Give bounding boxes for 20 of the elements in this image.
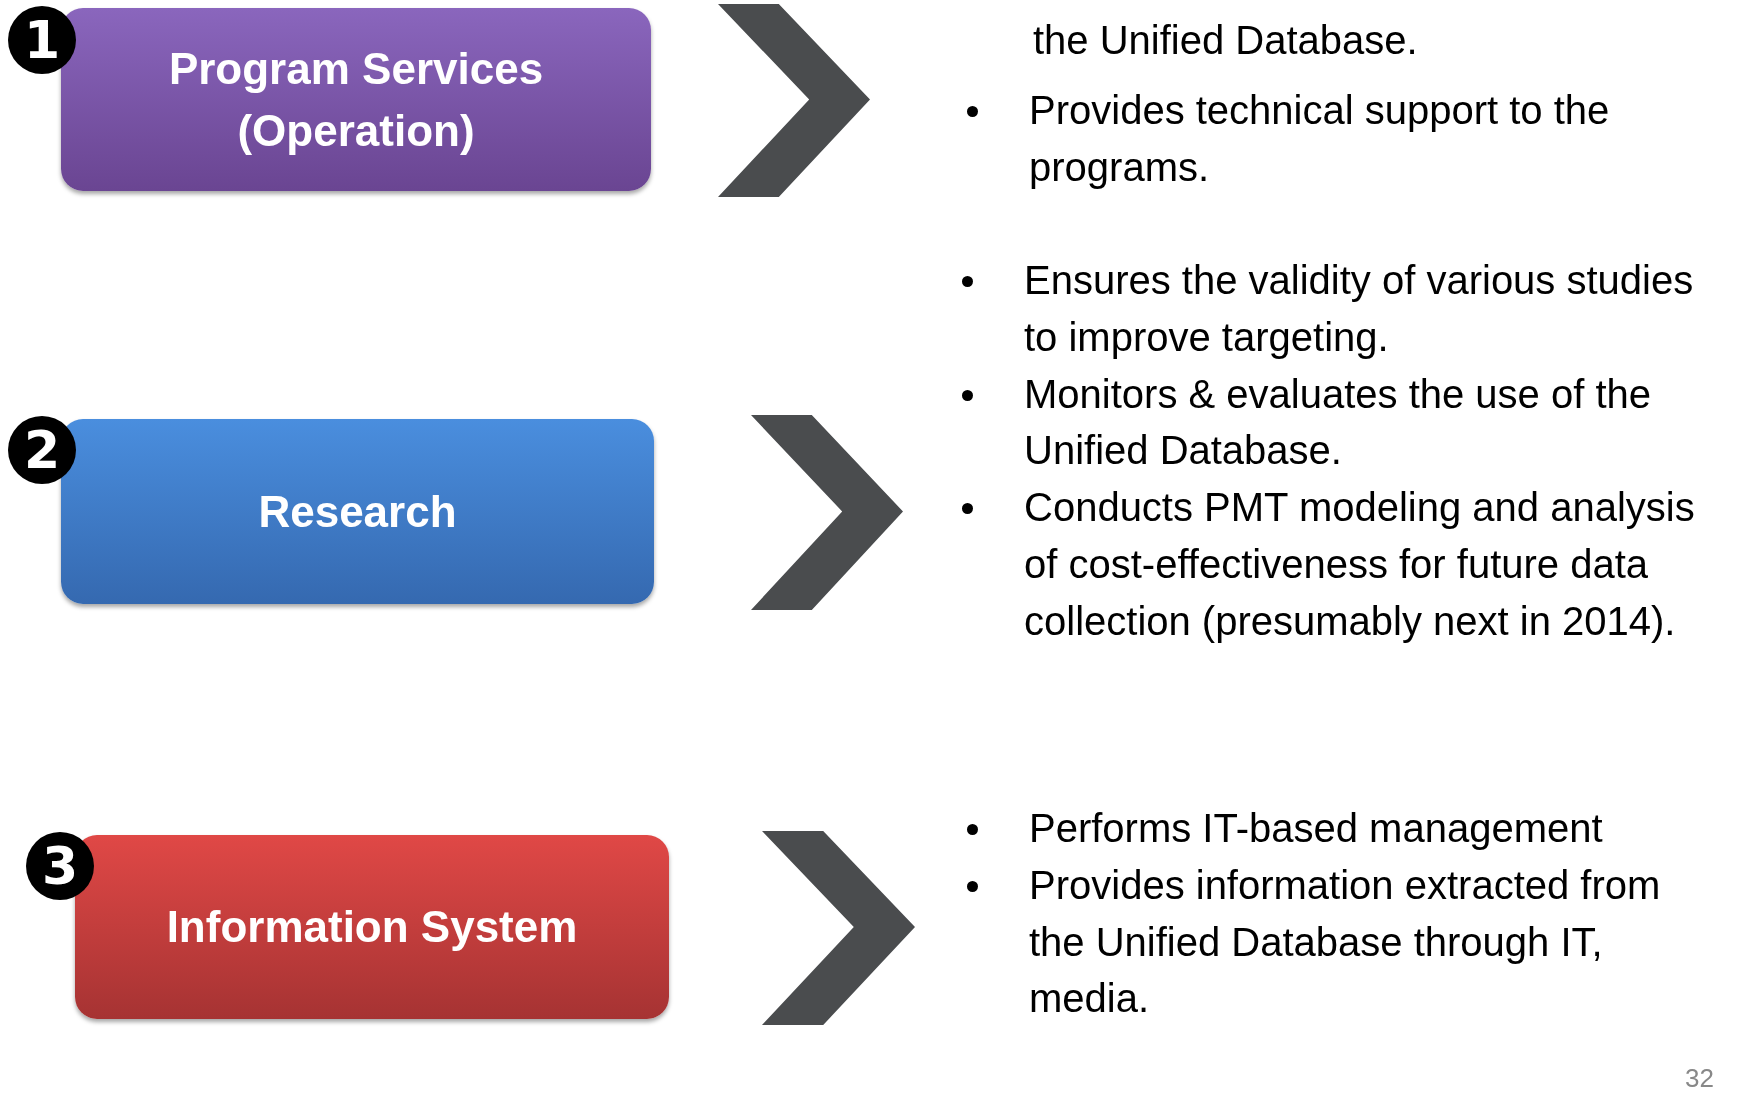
bullet-text: Conducts PMT modeling and analysis of cost-effectiveness for future data collection (presumably next in 2014). [1024, 485, 1695, 643]
bullet-text: Monitors & evaluates the use of the Unified Database. [1024, 371, 1652, 473]
number-badge: 3 [26, 832, 94, 900]
bullet-text: Provides technical support to the programs. [1029, 88, 1610, 189]
box-label: Program Services (Operation) [167, 42, 545, 157]
chevron-arrow [751, 415, 903, 610]
program-services-box [61, 8, 651, 191]
chevron-arrow [718, 4, 870, 197]
number-badge: 1 [8, 6, 76, 74]
chevron-arrow [762, 831, 915, 1025]
page-number: 32 [1685, 1062, 1714, 1095]
number-badge: 2 [8, 416, 76, 484]
research-box [61, 419, 654, 604]
information-system-box [75, 835, 669, 1019]
bullet-text: Ensures the validity of various studies to improve targeting. [1024, 258, 1694, 359]
box-label: Information System [166, 901, 578, 954]
box-label: Research [258, 485, 457, 538]
bullet-text: Performs IT-based management [1029, 806, 1603, 850]
bullet-text: Provides information extracted from the Unified Database through IT, media. [1029, 862, 1661, 1021]
continued-text: the Unified Database. [1033, 17, 1418, 64]
